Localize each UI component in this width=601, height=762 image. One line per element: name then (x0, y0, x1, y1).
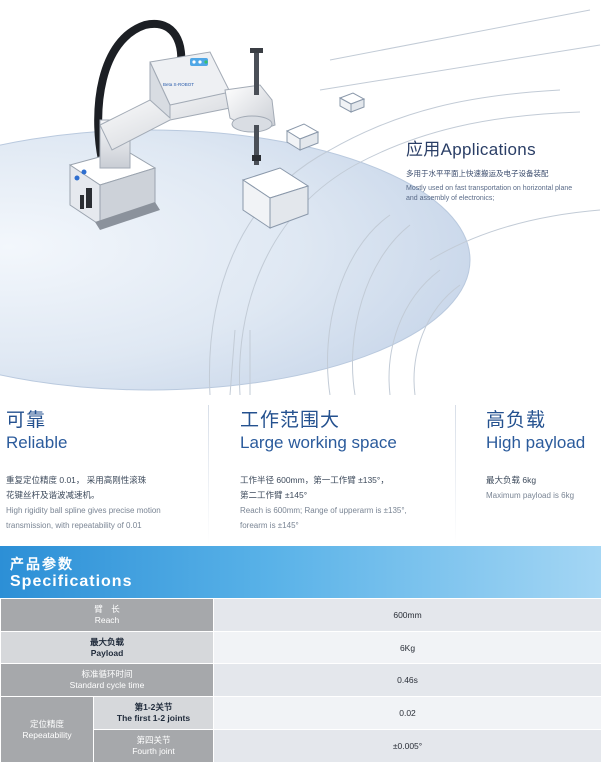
feature-working-space: 工作范围大 Large working space 工作半径 600mm，第一工… (240, 405, 450, 533)
feature-reliable: 可靠 Reliable 重复定位精度 0.01， 采用高刚性滚珠 花键丝杆及谐波… (6, 405, 206, 533)
applications-title: 应用Applications (406, 140, 536, 159)
spec-label-en: Repeatability (22, 729, 72, 740)
spec-label-cn: 臂 长 (94, 604, 120, 614)
feature-desc-cn: 第二工作臂 ±145° (240, 490, 308, 500)
spec-label-cn: 第四关节 (136, 735, 171, 745)
spec-label-payload: 最大负载 Payload (0, 631, 215, 664)
table-row: 标准循环时间 Standard cycle time 0.46s (0, 663, 601, 697)
specifications-table: 臂 长 Reach 600mm 最大负载 Payload 6Kg 标准循环时间 … (0, 598, 601, 762)
feature-desc-cn: 花键丝杆及谐波减速机。 (6, 490, 100, 500)
feature-divider (208, 405, 209, 545)
specifications-title-en: Specifications (10, 573, 133, 590)
table-row: 臂 长 Reach 600mm (0, 598, 601, 632)
spec-label-repeatability: 定位精度 Repeatability (0, 696, 94, 762)
spec-label-en: Reach (94, 615, 120, 625)
spec-value-cycle-time: 0.46s (213, 663, 601, 697)
features-section: 可靠 Reliable 重复定位精度 0.01， 采用高刚性滚珠 花键丝杆及谐波… (0, 405, 601, 545)
table-row: 第四关节 Fourth joint ±0.005° (1, 729, 601, 762)
spec-label-cycle-time: 标准循环时间 Standard cycle time (0, 663, 215, 697)
feature-desc-cn: 最大负载 6kg (486, 475, 537, 485)
robot-base (68, 149, 160, 230)
spec-label-en: Standard cycle time (69, 680, 145, 690)
feature-title-en: High payload (486, 433, 586, 452)
table-row: 最大负载 Payload 6Kg (0, 631, 601, 664)
spec-label-cn: 标准循环时间 (81, 669, 133, 679)
feature-title-cn: 可靠 (6, 410, 47, 431)
table-row: 定位精度 Repeatability 第1-2关节 The first 1-2 … (0, 696, 601, 762)
specifications-title-cn: 产品参数 (10, 556, 74, 572)
feature-divider (455, 405, 456, 545)
spec-label-en: Payload (90, 647, 124, 658)
feature-desc-cn: 重复定位精度 0.01， 采用高刚性滚珠 (6, 475, 147, 485)
feature-desc-en: transmission, with repeatability of 0.01 (6, 521, 142, 530)
feature-desc-en: Maximum payload is 6kg (486, 491, 575, 500)
spec-label-en: The first 1-2 joints (116, 713, 191, 723)
feature-desc-cn: 工作半径 600mm，第一工作臂 ±135°， (240, 475, 389, 485)
robot-illustration: Beta S-ROBOT (0, 9, 601, 395)
feature-title-cn: 高负载 (486, 410, 547, 431)
spec-value-fourth-joint: ±0.005° (213, 729, 601, 762)
cable-loop (94, 19, 186, 164)
spec-value-reach: 600mm (213, 598, 601, 632)
feature-desc-en: forearm is ±145° (240, 521, 299, 530)
brand-label: Beta S-ROBOT (163, 82, 194, 87)
hero-section: Beta S-ROBOT 应用Applications 多用于水平平面上快速搬运… (0, 9, 601, 395)
spec-label-reach: 臂 长 Reach (0, 598, 215, 632)
upper-arm (99, 51, 246, 151)
applications-desc-cn: 多用于水平平面上快速搬运及电子设备装配 (406, 169, 549, 178)
ball-spline (250, 48, 263, 165)
rail-lines (208, 9, 601, 395)
feature-title-cn: 工作范围大 (240, 410, 341, 431)
specifications-header: 产品参数 Specifications (0, 546, 601, 598)
spec-label-cn: 第1-2关节 (134, 702, 173, 712)
spec-label-cn: 最大负载 (90, 636, 125, 647)
spec-sublabel-fourth-joint: 第四关节 Fourth joint (92, 729, 215, 762)
forearm (224, 84, 276, 133)
box-medium (285, 123, 320, 151)
applications-desc-en: Mostly used on fast transportation on ho… (406, 185, 573, 202)
spec-value-joints-1-2: 0.02 (213, 696, 601, 730)
feature-title-en: Reliable (6, 433, 68, 452)
spec-value-payload: 6Kg (213, 631, 601, 664)
spec-label-en: Fourth joint (132, 746, 175, 756)
box-small (338, 92, 366, 113)
feature-payload: 高负载 High payload 最大负载 6kg Maximum payloa… (486, 405, 598, 503)
spec-label-cn: 定位精度 (29, 718, 64, 729)
feature-desc-en: High rigidity ball spline gives precise … (6, 506, 161, 515)
applications-block: 应用Applications 多用于水平平面上快速搬运及电子设备装配 Mostl… (406, 135, 596, 204)
spec-sublabel-joints-1-2: 第1-2关节 The first 1-2 joints (92, 696, 215, 730)
feature-desc-en: Reach is 600mm; Range of upperarm is ±13… (240, 506, 407, 515)
box-large (241, 167, 310, 229)
feature-title-en: Large working space (240, 433, 397, 452)
